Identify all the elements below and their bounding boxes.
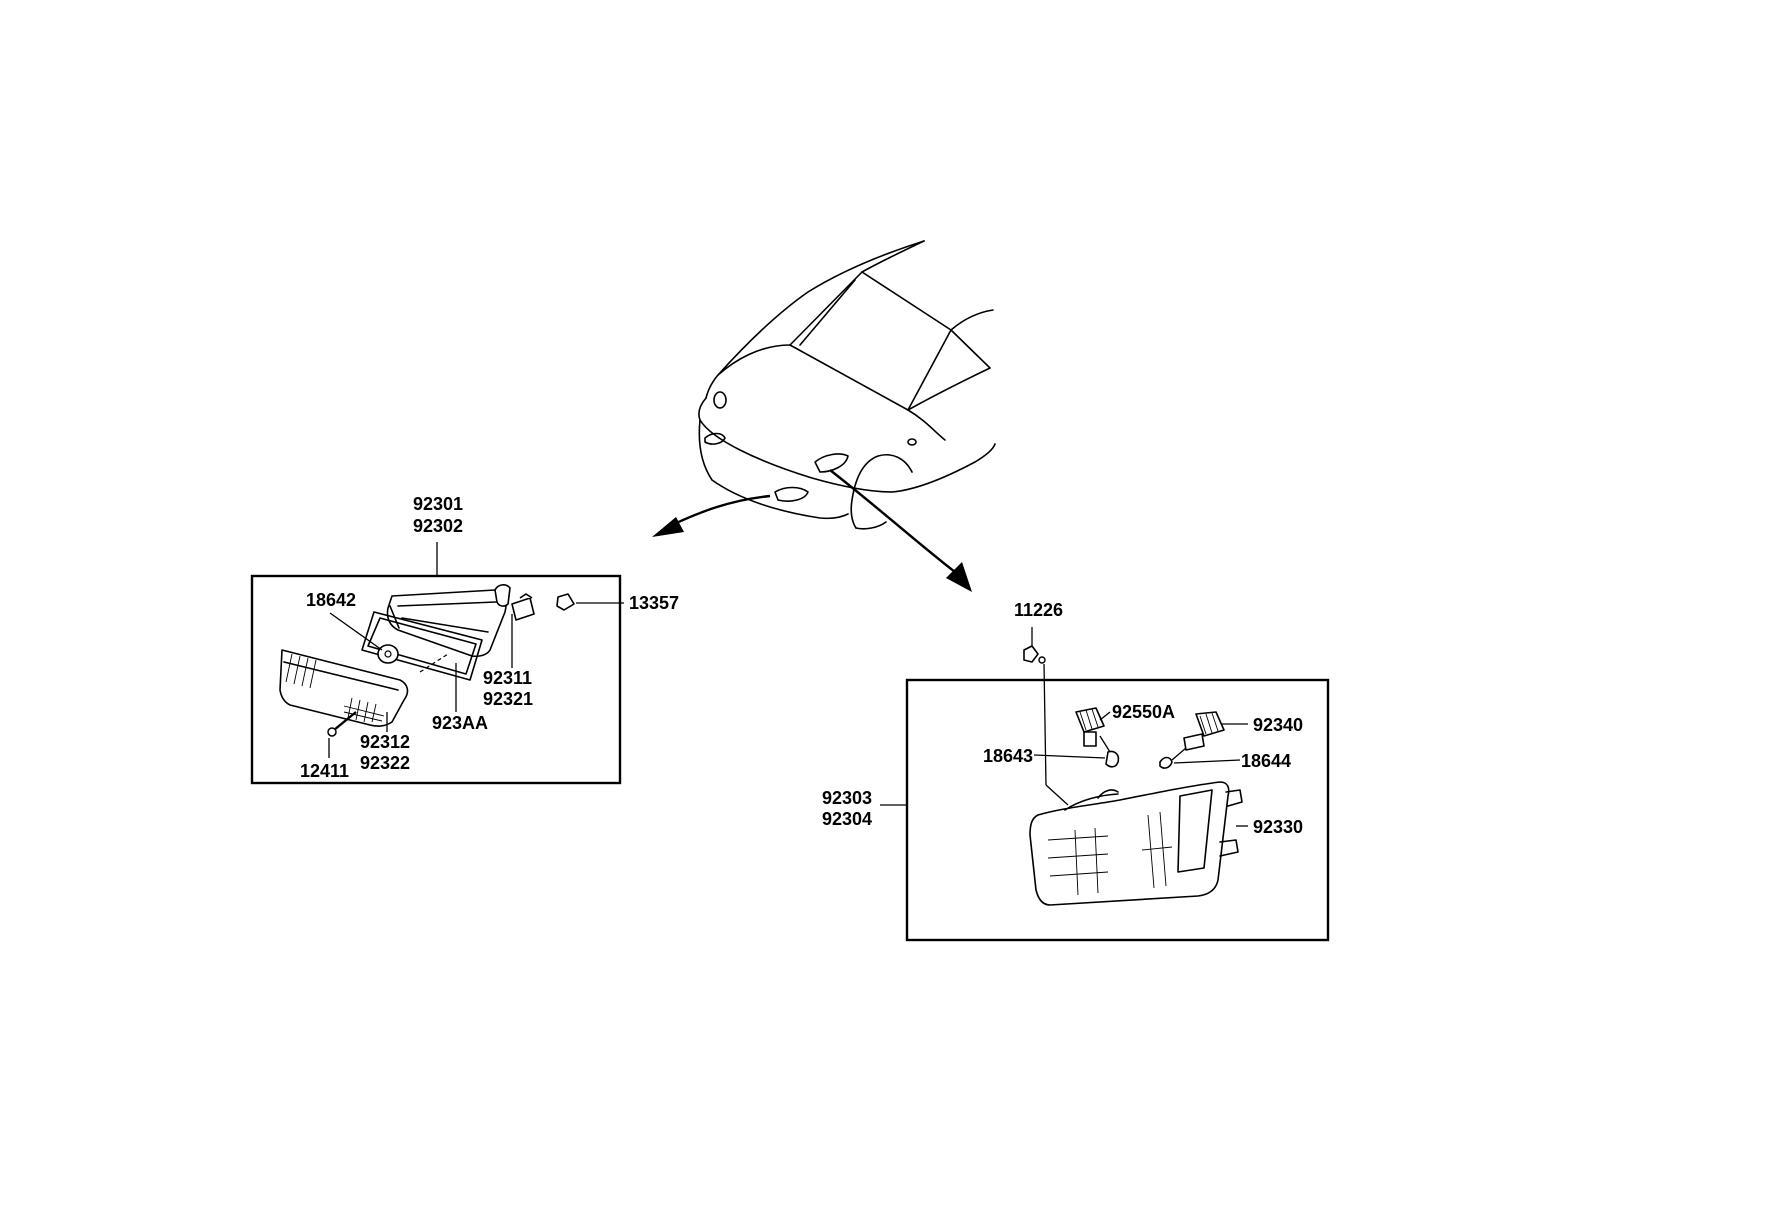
- label-92301: 92301: [413, 494, 463, 514]
- label-11226: 11226: [1014, 600, 1063, 620]
- label-18643: 18643: [983, 746, 1033, 766]
- label-92321: 92321: [483, 689, 533, 709]
- arrow-to-right-lamp: [829, 469, 972, 592]
- label-92302: 92302: [413, 516, 463, 536]
- label-12411: 12411: [300, 761, 349, 781]
- label-13357: 13357: [629, 593, 679, 613]
- label-18642: 18642: [306, 590, 356, 610]
- right-assembly-box: [880, 627, 1330, 942]
- label-92303: 92303: [822, 788, 872, 808]
- label-18644: 18644: [1241, 751, 1291, 771]
- label-92311: 92311: [483, 668, 532, 688]
- label-92304: 92304: [822, 809, 872, 829]
- socket-92550A: [1075, 707, 1105, 747]
- part-labels: 92301 92302 18642 13357 92311 92321 923A…: [300, 494, 1303, 837]
- label-92330: 92330: [1253, 817, 1303, 837]
- label-92340: 92340: [1253, 715, 1303, 735]
- car-outline: [698, 240, 996, 530]
- socket-92340: [1183, 711, 1225, 751]
- label-92322: 92322: [360, 753, 410, 773]
- arrow-to-left-lamp: [652, 494, 771, 537]
- label-92550A: 92550A: [1112, 702, 1175, 722]
- label-92312: 92312: [360, 732, 410, 752]
- label-923AA: 923AA: [432, 713, 488, 733]
- left-assembly-box: [250, 542, 624, 785]
